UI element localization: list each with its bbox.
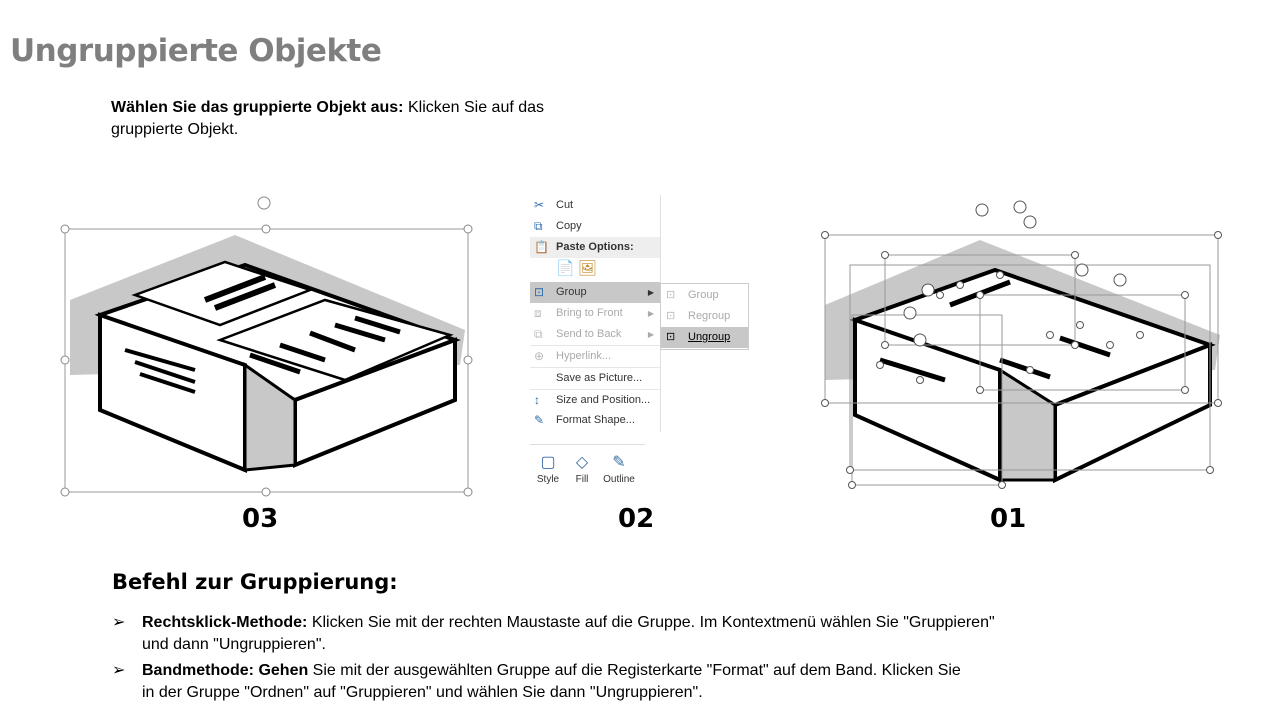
submenu-arrow-icon: ▶ (647, 309, 654, 318)
menu-label: Copy (556, 220, 582, 232)
menu-label: Size and Position... (556, 394, 651, 406)
menu-item-size-position[interactable]: ↕ Size and Position... (530, 389, 660, 410)
intro-bold: Wählen Sie das gruppierte Objekt aus: (111, 99, 404, 116)
menu-label: Format Shape... (556, 414, 635, 426)
bullet-bold: Rechtsklick-Methode: (142, 614, 308, 631)
format-icon: ✎ (534, 413, 545, 427)
menu-label: Send to Back (556, 328, 622, 340)
menu-label: Hyperlink... (556, 350, 612, 362)
menu-label: Regroup (688, 310, 731, 322)
ungroup-icon: ⊡ (666, 331, 676, 343)
bullet-right-click: ➢ Rechtsklick-Methode: Klicken Sie mit d… (112, 612, 1012, 656)
menu-label: Save as Picture... (556, 372, 643, 384)
submenu-arrow-icon: ▶ (647, 288, 654, 297)
grouped-object-illustration[interactable] (55, 190, 475, 500)
bullet-text: Sie mit der ausgewählten Gruppe auf die … (142, 662, 961, 701)
size-icon: ↕ (534, 393, 540, 407)
submenu-item-regroup[interactable]: ⊡ Regroup (661, 306, 748, 327)
arrow-bullet-icon: ➢ (112, 662, 126, 679)
menu-item-hyperlink[interactable]: ⊕ Hyperlink... (530, 345, 660, 366)
label-01: 01 (990, 504, 1027, 534)
label-03: 03 (242, 504, 279, 534)
style-label: Style (536, 474, 560, 485)
group-icon: ⊡ (666, 289, 676, 301)
paste-options-header: 📋 Paste Options: (530, 237, 660, 258)
outline-label: Outline (603, 474, 635, 485)
copy-icon: ⧉ (534, 219, 543, 233)
style-icon: ▢ (540, 454, 556, 471)
menu-item-cut[interactable]: ✂ Cut (530, 195, 660, 216)
command-heading: Befehl zur Gruppierung: (112, 570, 398, 594)
regroup-icon: ⊡ (666, 310, 676, 322)
fill-label: Fill (575, 474, 589, 485)
fill-button[interactable]: ◇ Fill (564, 452, 600, 485)
menu-item-group[interactable]: ⊡ Group ▶ (530, 282, 660, 303)
ungrouped-objects-illustration[interactable] (820, 195, 1230, 495)
label-02: 02 (618, 504, 655, 534)
group-submenu: ⊡ Group ⊡ Regroup ⊡ Ungroup (660, 283, 749, 350)
menu-item-format-shape[interactable]: ✎ Format Shape... (530, 410, 660, 431)
paste-icon: 📋 (534, 240, 549, 254)
bullet-bold: Bandmethode: Gehen (142, 662, 309, 679)
style-button[interactable]: ▢ Style (530, 452, 566, 485)
fill-icon: ◇ (575, 454, 589, 471)
bullet-text: Klicken Sie mit der rechten Maustaste au… (142, 614, 995, 653)
menu-item-save-as-picture[interactable]: Save as Picture... (530, 367, 660, 388)
menu-label: Paste Options: (556, 241, 634, 253)
ribbon-divider (530, 444, 645, 445)
menu-item-copy[interactable]: ⧉ Copy (530, 216, 660, 237)
paste-option-buttons[interactable]: 📄 🖼 (530, 258, 660, 282)
bullet-ribbon: ➢ Bandmethode: Gehen Sie mit der ausgewä… (112, 660, 1012, 704)
scissors-icon: ✂ (534, 198, 545, 212)
intro-text: Wählen Sie das gruppierte Objekt aus: Kl… (111, 97, 581, 141)
bring-front-icon: ⧈ (534, 306, 542, 320)
arrow-bullet-icon: ➢ (112, 614, 126, 631)
menu-label: Group (688, 289, 719, 301)
menu-label: Cut (556, 199, 574, 211)
group-icon: ⊡ (534, 285, 545, 299)
menu-item-bring-to-front[interactable]: ⧈ Bring to Front ▶ (530, 303, 660, 324)
page-title: Ungruppierte Objekte (10, 33, 382, 69)
submenu-item-ungroup[interactable]: ⊡ Ungroup (661, 327, 748, 348)
outline-icon: ✎ (612, 454, 626, 471)
intro-rest: Klicken Sie auf das gruppierte Objekt. (111, 99, 545, 138)
send-back-icon: ⧉ (534, 327, 543, 341)
context-menu: ✂ Cut ⧉ Copy 📋 Paste Options: 📄 🖼 ⊡ Group ▶ ⧈… (530, 195, 661, 432)
submenu-item-group[interactable]: ⊡ Group (661, 285, 748, 306)
link-icon: ⊕ (534, 349, 545, 363)
menu-label: Ungroup (688, 331, 731, 343)
menu-item-send-to-back[interactable]: ⧉ Send to Back ▶ (530, 324, 660, 345)
paste-keep-text-icon[interactable]: 📄 (556, 260, 575, 277)
outline-button[interactable]: ✎ Outline (600, 452, 638, 485)
submenu-arrow-icon: ▶ (647, 330, 654, 339)
menu-label: Bring to Front (556, 307, 623, 319)
paste-picture-icon[interactable]: 🖼 (577, 260, 597, 277)
menu-label: Group (556, 286, 587, 298)
